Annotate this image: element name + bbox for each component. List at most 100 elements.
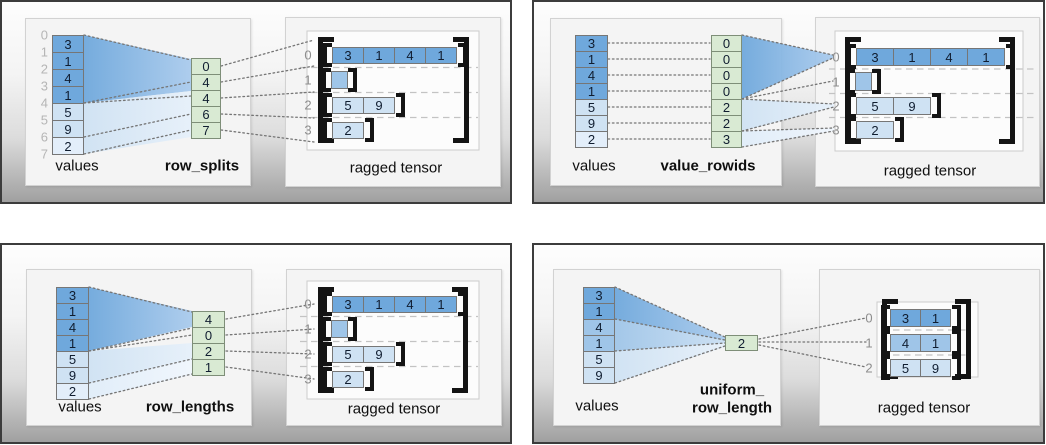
value-index-label: 2 (40, 61, 48, 77)
method-label: uniform_ (699, 381, 765, 399)
encoding-cell: 2 (192, 343, 225, 360)
value-cell: 9 (56, 367, 89, 384)
tensor-cell: 1 (363, 296, 395, 313)
tensor-cell: 4 (930, 48, 968, 66)
value-cell: 1 (583, 303, 615, 320)
tensor-row-index: 2 (832, 98, 840, 113)
value-cell: 1 (583, 335, 615, 352)
value-cell: 3 (583, 287, 615, 304)
tensor-row-index: 3 (832, 122, 840, 137)
tensor-cell: 3 (332, 47, 364, 64)
tensor-row-bracket-left (846, 69, 855, 94)
encoding-cell: 2 (725, 335, 758, 351)
method-label: row_splits (164, 157, 240, 175)
tensor-row-index: 1 (304, 72, 312, 88)
tensor-row-index: 3 (304, 371, 312, 387)
tensor-row-index: 2 (304, 97, 312, 113)
values-label: values (575, 397, 619, 415)
tensor-row-bracket-left (323, 342, 332, 366)
value-cell: 5 (575, 99, 608, 116)
tensor-cell: 1 (920, 334, 951, 352)
value-index-label: 4 (40, 95, 48, 111)
encoding-cell: 4 (191, 90, 221, 107)
tensor-empty-row-cell (855, 72, 872, 91)
tensor-cell: 2 (332, 122, 364, 139)
tensor-cell: 1 (967, 48, 1005, 66)
tensor-outer-bracket-right (955, 299, 971, 379)
tensor-cell: 3 (332, 296, 364, 313)
values-label: values (572, 157, 616, 175)
tensor-cell: 1 (425, 47, 457, 64)
value-cell: 2 (56, 383, 89, 400)
tensor-row-bracket-right (1006, 44, 1015, 69)
encoding-cell: 1 (192, 359, 225, 376)
value-cell: 1 (575, 83, 608, 100)
tensor-row-index: 0 (832, 49, 840, 64)
tensor-row-bracket-right (365, 118, 374, 142)
tensor-cell: 1 (363, 47, 395, 64)
tensor-row-index: 1 (832, 74, 840, 89)
tensor-row-bracket-left (881, 355, 890, 380)
tensor-cell: 2 (332, 371, 364, 388)
value-cell: 1 (52, 52, 84, 70)
tensor-row-bracket-right (952, 305, 961, 330)
tensor-cell: 2 (856, 121, 894, 139)
tensor-row-bracket-left (322, 68, 331, 92)
tensor-row-bracket-right (396, 342, 405, 366)
value-cell: 1 (56, 335, 89, 352)
encoding-cell: 0 (711, 83, 742, 100)
tensor-cell: 9 (363, 97, 395, 114)
tensor-row-bracket-left (322, 317, 331, 341)
values-label: values (58, 398, 102, 416)
tensor-row-index: 1 (865, 335, 873, 350)
tensor-empty-row-cell (331, 71, 348, 89)
tensor-row-bracket-right (952, 355, 961, 380)
tensor-row-index: 2 (304, 346, 312, 362)
tensor-row-bracket-left (847, 44, 856, 69)
tensor-cell: 3 (890, 309, 921, 327)
tensor-row-bracket-left (323, 118, 332, 142)
value-index-label: 3 (40, 78, 48, 94)
tensor-cell: 4 (394, 47, 426, 64)
tensor-cell: 5 (856, 97, 894, 115)
encoding-cell: 7 (191, 122, 221, 139)
ragged-tensor-label: ragged tensor (883, 162, 977, 180)
tensor-row-bracket-right (348, 68, 357, 92)
tensor-cell: 1 (893, 48, 931, 66)
tensor-cell: 1 (425, 296, 457, 313)
tensor-row-bracket-left (881, 330, 890, 355)
value-cell: 2 (575, 131, 608, 148)
encoding-cell: 0 (711, 51, 742, 68)
tensor-row-bracket-right (365, 367, 374, 391)
value-cell: 3 (575, 35, 608, 52)
tensor-row-bracket-left (881, 305, 890, 330)
tensor-row-bracket-right (458, 43, 467, 67)
tensor-outer-bracket-right (453, 37, 469, 143)
encoding-cell: 0 (191, 58, 221, 75)
ragged-tensor-label: ragged tensor (347, 400, 441, 418)
value-cell: 3 (52, 35, 84, 53)
value-cell: 9 (52, 120, 84, 138)
tensor-row-bracket-right (895, 117, 904, 142)
tensor-cell: 1 (920, 309, 951, 327)
value-index-label: 7 (40, 146, 48, 162)
ragged-tensor-label: ragged tensor (349, 159, 443, 177)
tensor-cell: 5 (332, 346, 364, 363)
values-label: values (55, 157, 99, 175)
tensor-cell: 4 (890, 334, 921, 352)
value-cell: 1 (575, 51, 608, 68)
value-index-label: 0 (40, 27, 48, 43)
encoding-cell: 6 (191, 106, 221, 123)
tensor-row-index: 1 (304, 321, 312, 337)
value-cell: 1 (52, 86, 84, 104)
value-cell: 4 (575, 67, 608, 84)
tensor-empty-row-cell (331, 320, 348, 338)
tensor-row-bracket-left (323, 43, 332, 67)
method-label: row_lengths (145, 398, 235, 416)
value-cell: 5 (52, 103, 84, 121)
value-cell: 9 (583, 367, 615, 384)
